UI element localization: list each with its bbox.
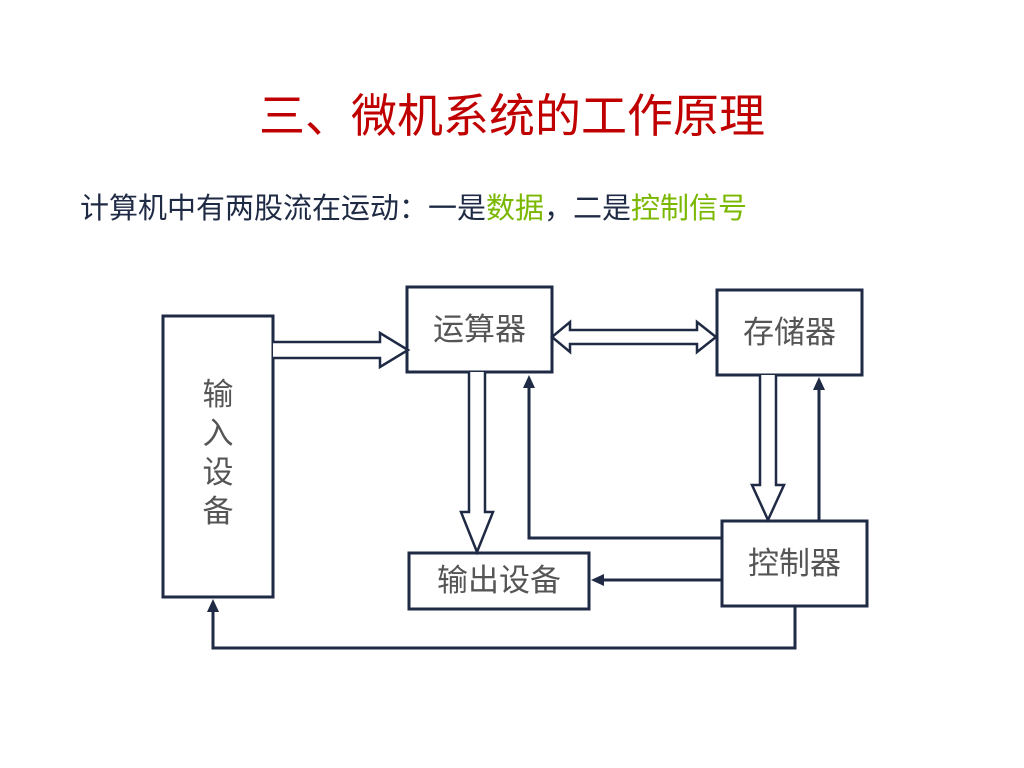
control-arrowhead-output: [591, 574, 604, 586]
control-line-controller-to-input: [211, 606, 797, 650]
controller-label: 控制器: [748, 546, 841, 582]
memory-box: [715, 288, 864, 377]
data-arrow-input-to-alu: [273, 330, 411, 370]
output-device-label: 输出设备: [437, 563, 561, 599]
input-device-label: 输 入 设 备: [163, 376, 273, 532]
data-arrow-alu-to-output: [459, 372, 495, 556]
data-arrow-memory-to-controller: [750, 375, 786, 524]
memory-label: 存储器: [743, 315, 836, 351]
subtitle-prefix: 计算机中有两股流在运动：一是: [80, 191, 487, 225]
alu-label: 运算器: [433, 312, 526, 348]
slide-title: 三、微机系统的工作原理: [259, 89, 765, 143]
input-label-char: 设: [202, 455, 234, 491]
subtitle-data-keyword: 数据: [486, 191, 545, 225]
input-label-char: 输: [202, 377, 234, 413]
input-label-char: 备: [202, 494, 234, 530]
control-arrowhead-alu: [523, 375, 535, 388]
output-device-box: [407, 551, 591, 611]
control-arrowhead-input: [207, 599, 219, 612]
input-device-box: [161, 314, 275, 599]
data-arrow-alu-memory: [550, 319, 719, 355]
subtitle-separator: ，二是: [544, 191, 632, 225]
subtitle-control-keyword: 控制信号: [631, 191, 748, 225]
alu-box: [405, 285, 554, 374]
slide-subtitle: 计算机中有两股流在运动：一是数据，二是控制信号: [80, 186, 747, 230]
control-line-controller-to-alu: [527, 386, 722, 540]
control-arrowhead-memory: [813, 377, 825, 390]
input-label-char: 入: [202, 416, 234, 452]
